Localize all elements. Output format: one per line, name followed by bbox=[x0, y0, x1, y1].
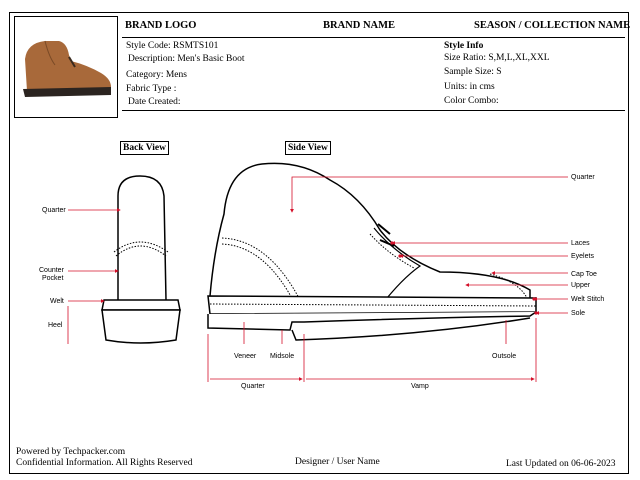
back-label-counter: Counter bbox=[39, 267, 65, 274]
confidential-notice: Confidential Information. All Rights Res… bbox=[16, 458, 193, 468]
side-label-eyelets: Eyelets bbox=[571, 253, 594, 260]
back-view-title: Back View bbox=[120, 141, 170, 155]
brand-logo: BRAND LOGO bbox=[125, 20, 197, 31]
callout-dots bbox=[390, 241, 538, 315]
side-label-welt-stitch: Welt Stitch bbox=[571, 296, 604, 303]
sample-size: Sample Size: S bbox=[444, 67, 502, 77]
back-label-heel: Heel bbox=[48, 322, 63, 329]
style-code: Style Code: RSMTS101 bbox=[126, 41, 219, 51]
last-updated: Last Updated on 06-06-2023 bbox=[506, 459, 616, 469]
side-label-quarter: Quarter bbox=[571, 174, 595, 181]
date-created: Date Created: bbox=[128, 97, 181, 107]
side-label-quarter-bottom: Quarter bbox=[241, 383, 265, 390]
side-label-midsole: Midsole bbox=[270, 353, 294, 360]
fabric-type: Fabric Type : bbox=[126, 84, 177, 94]
back-callouts bbox=[67, 208, 121, 344]
side-label-veneer: Veneer bbox=[234, 353, 257, 360]
side-view-boot bbox=[207, 162, 537, 341]
category: Category: Mens bbox=[126, 70, 187, 80]
side-callouts bbox=[207, 176, 568, 382]
product-thumbnail bbox=[14, 16, 118, 118]
powered-by: Powered by Techpacker.com bbox=[16, 447, 126, 457]
side-label-laces: Laces bbox=[571, 240, 590, 247]
color-combo: Color Combo: bbox=[444, 96, 499, 106]
season-collection: SEASON / COLLECTION NAME bbox=[474, 20, 631, 31]
back-view-boot bbox=[101, 175, 181, 344]
description: Description: Men's Basic Boot bbox=[128, 54, 245, 64]
size-ratio: Size Ratio: S,M,L,XL,XXL bbox=[444, 53, 550, 63]
back-label-welt: Welt bbox=[50, 298, 64, 305]
units: Units: in cms bbox=[444, 82, 495, 92]
brand-name: BRAND NAME bbox=[323, 20, 396, 31]
boot-photo bbox=[23, 40, 111, 97]
details-divider bbox=[122, 110, 625, 111]
style-info-title: Style Info bbox=[444, 41, 484, 51]
side-label-upper: Upper bbox=[571, 282, 591, 289]
side-label-vamp: Vamp bbox=[411, 383, 429, 390]
side-label-outsole: Outsole bbox=[492, 353, 516, 360]
back-label-quarter: Quarter bbox=[42, 207, 66, 214]
page-frame bbox=[9, 12, 629, 474]
header-divider bbox=[122, 37, 625, 38]
designer-name: Designer / User Name bbox=[295, 457, 380, 467]
back-label-pocket: Pocket bbox=[42, 275, 63, 282]
side-label-cap-toe: Cap Toe bbox=[571, 271, 597, 278]
side-view-title: Side View bbox=[285, 141, 331, 155]
side-label-sole: Sole bbox=[571, 310, 585, 317]
